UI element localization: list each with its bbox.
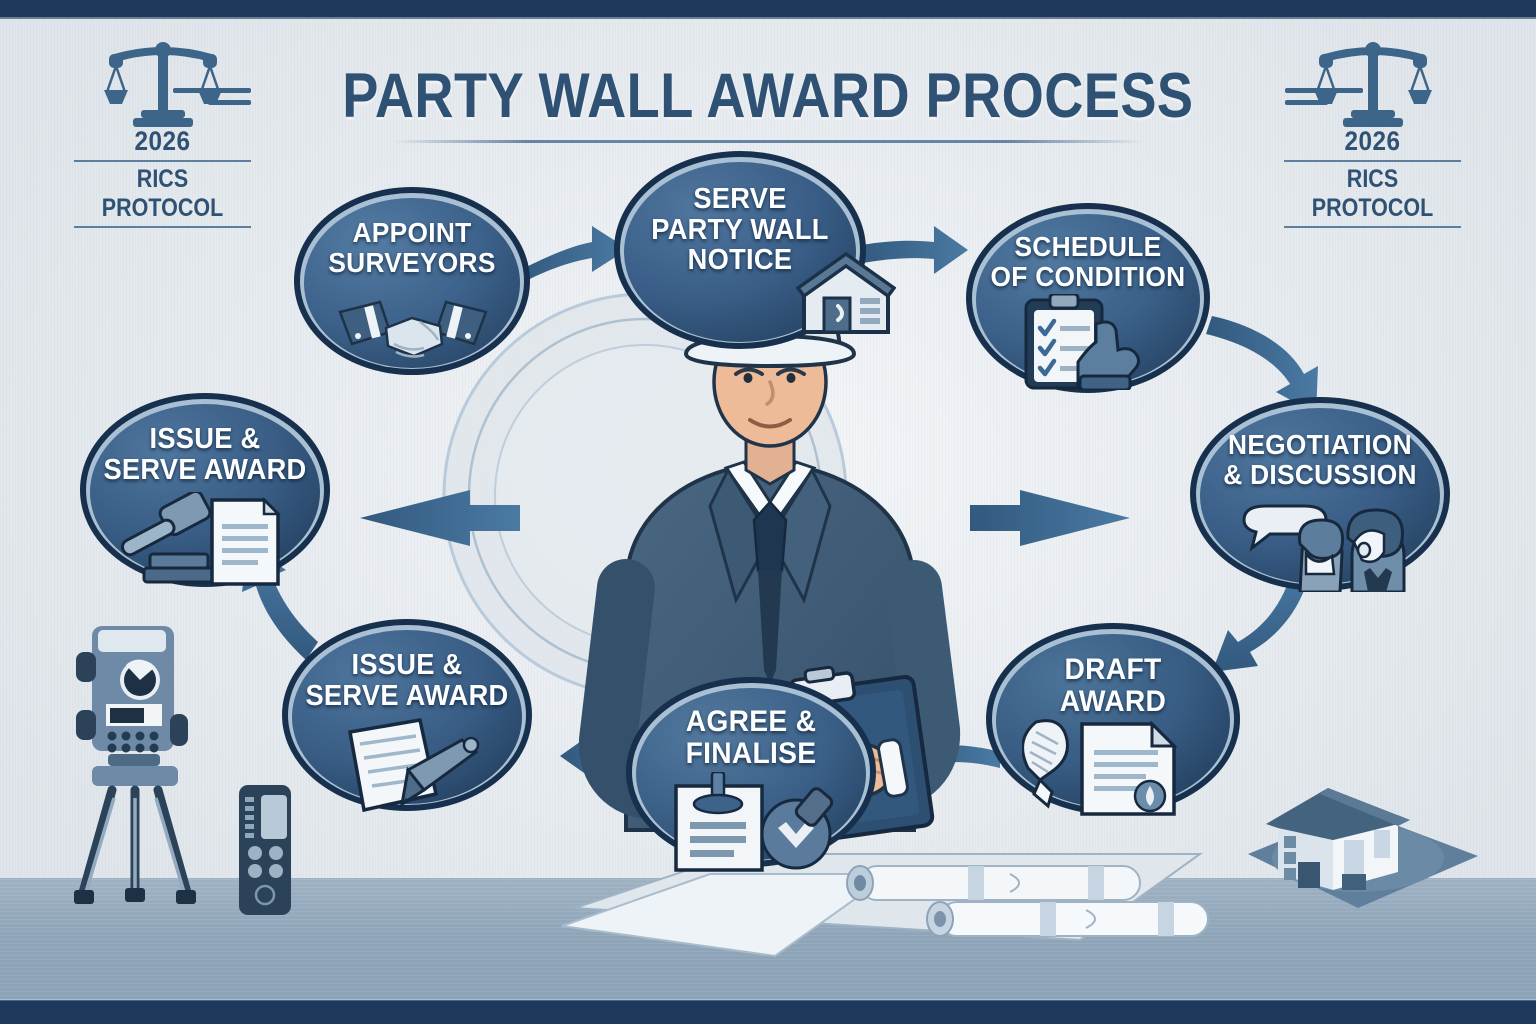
arrow-appoint-to-serve [516,226,628,284]
step-node-appoint-surveyors[interactable]: APPOINT SURVEYORS [290,182,534,380]
scales-of-justice-icon [103,42,222,127]
node-ellipse-shape [80,393,330,587]
step-node-draft-award[interactable]: DRAFT AWARD [982,618,1244,820]
top-navy-bar [0,0,1536,19]
node-ellipse-shape [626,677,876,867]
badge-organisation: RICS PROTOCOL [1311,165,1434,222]
badge-left-rics-protocol: 2026 RICS PROTOCOL [60,38,265,231]
scales-of-justice-icon [1313,42,1432,127]
node-ellipse-shape [282,619,532,811]
node-ellipse-shape [294,187,530,375]
step-node-issue-and-serve-award-left[interactable]: ISSUE & SERVE AWARD [76,388,334,592]
badge-year: 2026 [134,126,191,156]
arrow-schedule-to-negotiation [1206,316,1318,414]
top-bar-highlight [0,17,1536,19]
badge-year: 2026 [1344,126,1401,156]
title-underline-rule [392,140,1144,143]
theodolite-on-tripod [74,626,196,904]
badge-rule-top [74,160,251,162]
step-node-negotiation-and-discussion[interactable]: NEGOTIATION & DISCUSSION [1186,392,1454,596]
arrow-center-to-right [970,490,1130,546]
arrow-negotiation-to-draft [1212,562,1312,672]
bottom-navy-bar [0,1000,1536,1024]
house-icon [796,252,896,334]
node-ellipse-shape [986,623,1240,815]
step-node-agree-and-finalise[interactable]: AGREE & FINALISE [622,672,880,872]
arrow-center-to-left [360,490,520,546]
badge-right-rics-protocol: 2026 RICS PROTOCOL [1270,38,1475,231]
node-ellipse-shape [1190,397,1450,591]
arrow-serve-to-schedule [856,226,968,274]
bottom-bar-highlight [0,999,1536,1001]
badge-rule-bottom [1284,226,1461,228]
step-node-issue-and-serve-award-bottom[interactable]: ISSUE & SERVE AWARD [278,614,536,816]
house-model-on-base [1248,788,1478,908]
badge-rule-top [1284,160,1461,162]
badge-rule-bottom [74,226,251,228]
laser-distance-meter [239,785,291,915]
rolled-blueprints [561,853,1209,958]
node-ellipse-shape [966,203,1210,393]
badge-organisation: RICS PROTOCOL [101,165,224,222]
step-node-schedule-of-condition[interactable]: SCHEDULE OF CONDITION [962,198,1214,398]
